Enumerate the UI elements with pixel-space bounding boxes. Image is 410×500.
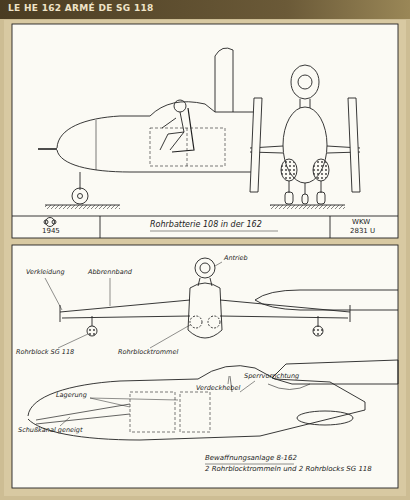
part-label: Verdeckhebel bbox=[196, 385, 240, 392]
part-label: Rohrblocktrommel bbox=[118, 349, 178, 356]
drawing-subtitle: 2 Rohrblocktrommeln und 2 Rohrblocks SG … bbox=[205, 466, 372, 474]
page-title: LE HE 162 ARMÉ DE SG 118 bbox=[8, 4, 154, 14]
drawing-number: 2831 U bbox=[350, 228, 375, 236]
part-label: Sperrvorrichtung bbox=[244, 373, 299, 380]
panel-one bbox=[12, 24, 398, 238]
date-stamp: 1945 bbox=[42, 228, 60, 236]
part-label: Rohrblock SG 118 bbox=[16, 349, 74, 356]
part-label: Lagerung bbox=[56, 392, 87, 399]
part-label: Abbrennband bbox=[88, 269, 132, 276]
part-label: Verkleidung bbox=[26, 269, 65, 276]
part-label: Schußkanal geneigt bbox=[18, 427, 82, 434]
firm-name: WKW bbox=[352, 219, 370, 227]
frame bbox=[4, 20, 406, 496]
header-bar bbox=[0, 0, 410, 19]
part-label: Antrieb bbox=[224, 255, 248, 262]
panel-two bbox=[12, 245, 398, 488]
drawing-title: Rohrbatterie 108 in der 162 bbox=[150, 221, 262, 230]
drawing-title: Bewaffnungsanlage 8-162 bbox=[205, 455, 297, 463]
